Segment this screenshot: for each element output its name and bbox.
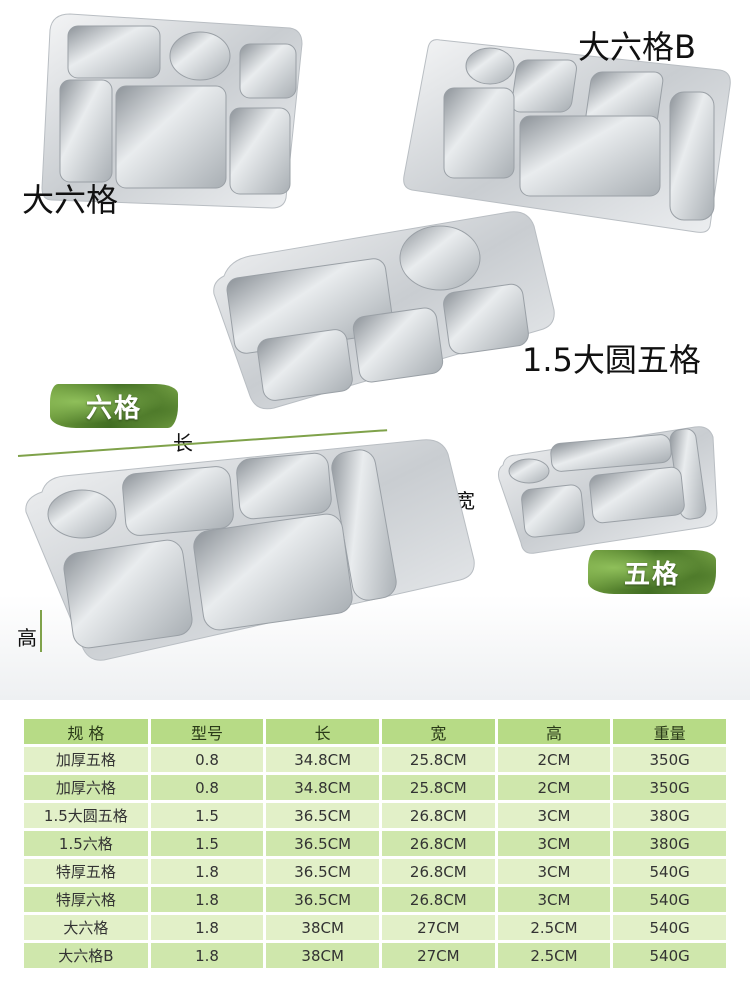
cell-weight: 540G xyxy=(613,943,726,968)
table-row: 大六格B 1.8 38CM 27CM 2.5CM 540G xyxy=(24,943,726,968)
cell-weight: 380G xyxy=(613,831,726,856)
cell-spec: 大六格B xyxy=(24,943,148,968)
label-da-liu-ge: 大六格 xyxy=(22,181,119,219)
cell-width: 26.8CM xyxy=(382,887,495,912)
cell-weight: 540G xyxy=(613,859,726,884)
cell-height: 2CM xyxy=(497,775,611,800)
cell-height: 3CM xyxy=(497,887,611,912)
header-model: 型号 xyxy=(150,719,264,744)
cell-model: 1.8 xyxy=(150,915,264,940)
cell-length: 36.5CM xyxy=(266,803,379,828)
cell-model: 0.8 xyxy=(150,747,264,772)
table-row: 加厚五格 0.8 34.8CM 25.8CM 2CM 350G xyxy=(24,747,726,772)
tray-wu-ge xyxy=(498,426,718,554)
cell-width: 26.8CM xyxy=(382,859,495,884)
cell-spec: 1.5六格 xyxy=(24,831,148,856)
header-spec: 规 格 xyxy=(24,719,148,744)
cell-length: 34.8CM xyxy=(266,775,379,800)
tray-liu-ge-main xyxy=(25,439,475,661)
cell-weight: 350G xyxy=(613,747,726,772)
table-row: 加厚六格 0.8 34.8CM 25.8CM 2CM 350G xyxy=(24,775,726,800)
cell-length: 38CM xyxy=(266,915,379,940)
cell-spec: 特厚五格 xyxy=(24,859,148,884)
product-showcase: 大六格 大六格B 1.5大圆五格 六格 长 宽 高 xyxy=(0,0,750,700)
dim-height-label: 高 xyxy=(17,626,37,650)
cell-weight: 540G xyxy=(613,915,726,940)
cell-length: 38CM xyxy=(266,943,379,968)
cell-model: 0.8 xyxy=(150,775,264,800)
cell-model: 1.5 xyxy=(150,831,264,856)
cell-spec: 1.5大圆五格 xyxy=(24,803,148,828)
cell-height: 2CM xyxy=(497,747,611,772)
cell-width: 27CM xyxy=(382,943,495,968)
cell-width: 26.8CM xyxy=(382,803,495,828)
cell-length: 34.8CM xyxy=(266,747,379,772)
cell-spec: 特厚六格 xyxy=(24,887,148,912)
cell-model: 1.5 xyxy=(150,803,264,828)
spec-table-header-row: 规 格 型号 长 宽 高 重量 xyxy=(24,719,726,744)
cell-width: 26.8CM xyxy=(382,831,495,856)
table-row: 1.5六格 1.5 36.5CM 26.8CM 3CM 380G xyxy=(24,831,726,856)
cell-weight: 380G xyxy=(613,803,726,828)
tray-da-liu-ge xyxy=(41,13,303,209)
header-width: 宽 xyxy=(382,719,495,744)
table-row: 1.5大圆五格 1.5 36.5CM 26.8CM 3CM 380G xyxy=(24,803,726,828)
tray-yuan-wu-ge xyxy=(213,211,555,410)
cell-model: 1.8 xyxy=(150,859,264,884)
badge-wu-ge: 五格 xyxy=(588,550,716,594)
cell-model: 1.8 xyxy=(150,887,264,912)
table-row: 特厚六格 1.8 36.5CM 26.8CM 3CM 540G xyxy=(24,887,726,912)
cell-height: 2.5CM xyxy=(497,915,611,940)
cell-height: 3CM xyxy=(497,859,611,884)
header-weight: 重量 xyxy=(613,719,726,744)
cell-weight: 540G xyxy=(613,887,726,912)
header-height: 高 xyxy=(497,719,611,744)
table-row: 特厚五格 1.8 36.5CM 26.8CM 3CM 540G xyxy=(24,859,726,884)
table-row: 大六格 1.8 38CM 27CM 2.5CM 540G xyxy=(24,915,726,940)
cell-length: 36.5CM xyxy=(266,859,379,884)
cell-length: 36.5CM xyxy=(266,887,379,912)
dim-height-line xyxy=(40,610,42,652)
cell-width: 25.8CM xyxy=(382,775,495,800)
label-yuan-wu-ge: 1.5大圆五格 xyxy=(522,341,701,379)
cell-width: 27CM xyxy=(382,915,495,940)
cell-height: 3CM xyxy=(497,831,611,856)
cell-spec: 加厚五格 xyxy=(24,747,148,772)
cell-length: 36.5CM xyxy=(266,831,379,856)
cell-height: 2.5CM xyxy=(497,943,611,968)
badge-liu-ge: 六格 xyxy=(50,384,178,428)
cell-height: 3CM xyxy=(497,803,611,828)
cell-spec: 大六格 xyxy=(24,915,148,940)
cell-model: 1.8 xyxy=(150,943,264,968)
label-da-liu-ge-b: 大六格B xyxy=(578,28,696,66)
cell-spec: 加厚六格 xyxy=(24,775,148,800)
cell-weight: 350G xyxy=(613,775,726,800)
tray-da-liu-ge-b xyxy=(403,39,731,233)
cell-width: 25.8CM xyxy=(382,747,495,772)
spec-table: 规 格 型号 长 宽 高 重量 加厚五格 0.8 34.8CM 25.8CM 2… xyxy=(21,716,729,971)
header-length: 长 xyxy=(266,719,379,744)
